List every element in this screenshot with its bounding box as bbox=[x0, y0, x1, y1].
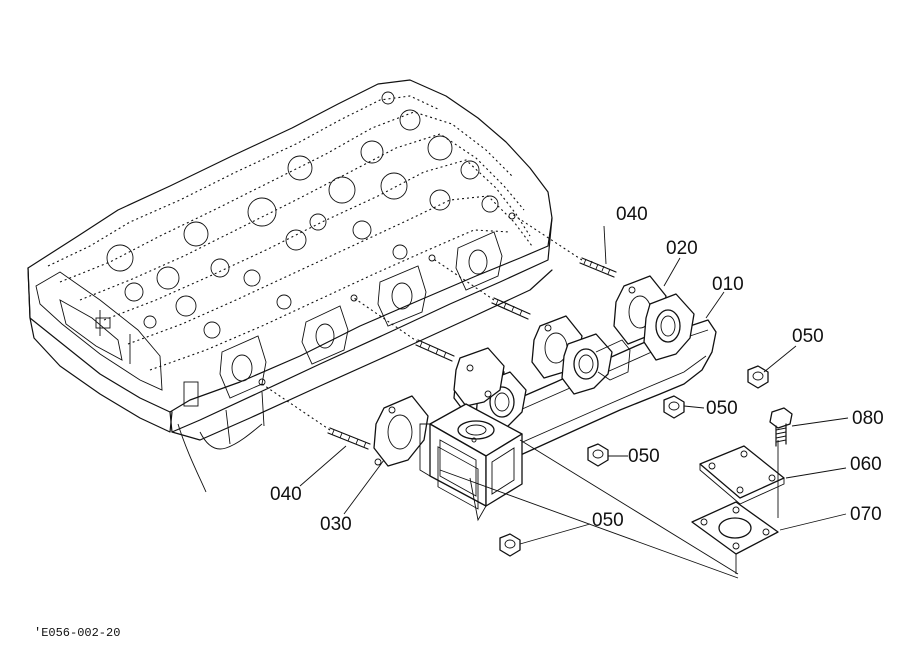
cover-plate-060 bbox=[699, 445, 785, 505]
cover-gasket-070 bbox=[691, 501, 779, 555]
callout-010: 010 bbox=[712, 274, 744, 295]
callout-040-bottom: 040 bbox=[270, 484, 302, 505]
exhaust-manifold bbox=[419, 293, 717, 522]
drawing-code: 'E056-002-20 bbox=[34, 626, 120, 640]
cylinder-head bbox=[27, 79, 553, 493]
callout-050-bottom: 050 bbox=[592, 510, 624, 531]
callout-060: 060 bbox=[850, 454, 882, 475]
nut-050-mid bbox=[663, 395, 685, 419]
nut-050-bottom bbox=[499, 533, 521, 557]
callout-050-right: 050 bbox=[792, 326, 824, 347]
flange-nuts bbox=[499, 365, 769, 557]
stud-bolts bbox=[261, 213, 617, 450]
callout-labels: 040 020 010 050 050 050 050 080 060 070 … bbox=[270, 204, 884, 535]
callout-020: 020 bbox=[666, 238, 698, 259]
callout-080: 080 bbox=[852, 408, 884, 429]
head-surface-detail bbox=[47, 91, 533, 371]
callout-040-top: 040 bbox=[616, 204, 648, 225]
bolt-080 bbox=[769, 407, 793, 447]
nut-050-right bbox=[747, 365, 769, 389]
callout-070: 070 bbox=[850, 504, 882, 525]
callout-050-mid: 050 bbox=[706, 398, 738, 419]
callout-050-lower: 050 bbox=[628, 446, 660, 467]
callout-030: 030 bbox=[320, 514, 352, 535]
cover-assembly bbox=[691, 407, 793, 574]
exhaust-port-bosses bbox=[219, 212, 516, 399]
leader-lines bbox=[299, 225, 849, 579]
manifold-outlet-box bbox=[419, 403, 523, 522]
nut-050-lower bbox=[587, 443, 609, 467]
